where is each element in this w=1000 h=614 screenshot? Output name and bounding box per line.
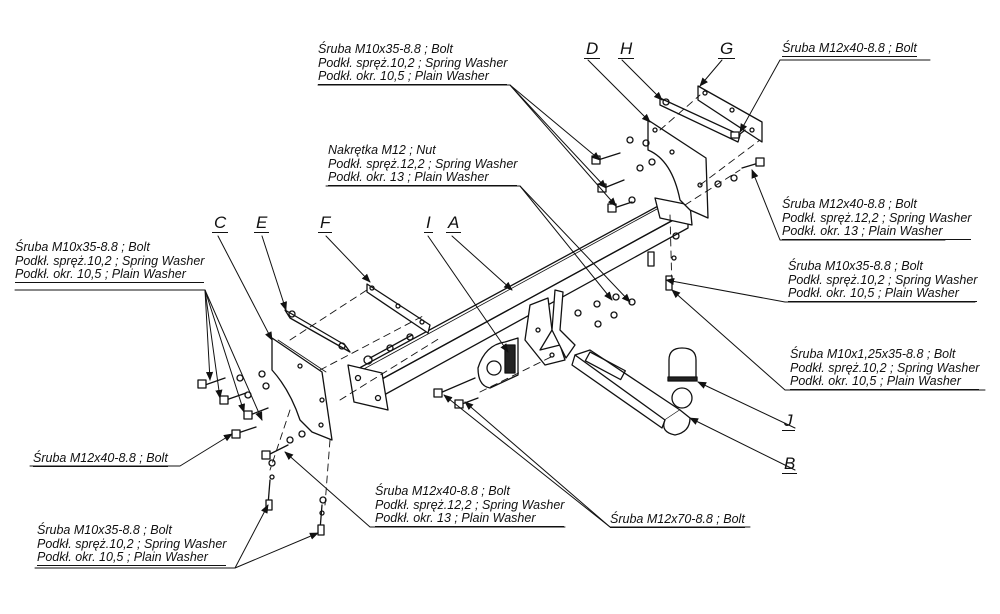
socket-plate-i — [477, 337, 519, 389]
callout-line: Śruba M12x40-8.8 ; Bolt — [782, 197, 917, 211]
part-label-e: E — [254, 213, 270, 233]
callout-line: Nakrętka M12 ; Nut — [328, 143, 436, 157]
ball-cap-j — [667, 347, 698, 382]
tow-ball-arm-b — [571, 349, 693, 436]
callout-line: Podkł. okr. 10,5 ; Plain Washer — [788, 286, 978, 302]
callout-left-2: Śruba M12x40-8.8 ; Bolt — [33, 451, 168, 467]
part-label-f: F — [318, 213, 333, 233]
part-label-b: B — [782, 454, 798, 474]
leader-lines — [14, 59, 986, 569]
part-label-d: D — [584, 39, 601, 59]
callout-top-right: Śruba M12x40-8.8 ; Bolt — [782, 41, 917, 57]
callout-line: Podkł. spręż.10,2 ; Spring Washer — [37, 536, 227, 551]
callout-line: Śruba M10x35-8.8 ; Bolt — [318, 42, 453, 56]
callout-line: Podkł. okr. 13 ; Plain Washer — [375, 511, 565, 527]
part-label-a: A — [446, 213, 462, 233]
callout-line: Śruba M12x40-8.8 ; Bolt — [375, 484, 510, 498]
right-side-plate-d — [647, 119, 709, 219]
callout-line: Śruba M12x40-8.8 ; Bolt — [782, 41, 917, 57]
callout-bottom-center: Śruba M12x40-8.8 ; Bolt Podkł. spręż.12,… — [375, 484, 565, 527]
callout-line: Podkł. spręż.10,2 ; Spring Washer — [788, 272, 978, 287]
callout-line: Podkł. okr. 10,5 ; Plain Washer — [37, 550, 227, 566]
callout-line: Śruba M10x35-8.8 ; Bolt — [15, 240, 150, 254]
part-label-i: I — [424, 213, 433, 233]
left-side-plate-c — [271, 337, 333, 441]
callout-nut: Nakrętka M12 ; Nut Podkł. spręż.12,2 ; S… — [328, 143, 518, 186]
callout-line: Śruba M10x1,25x35-8.8 ; Bolt — [790, 347, 956, 361]
callout-line: Śruba M12x70-8.8 ; Bolt — [610, 512, 745, 528]
callout-line: Podkł. spręż.10,2 ; Spring Washer — [15, 253, 205, 268]
callout-line: Śruba M12x40-8.8 ; Bolt — [33, 451, 168, 467]
callout-line: Śruba M10x35-8.8 ; Bolt — [37, 523, 172, 537]
callout-line: Podkł. spręż.12,2 ; Spring Washer — [375, 497, 565, 512]
callout-line: Podkł. spręż.12,2 ; Spring Washer — [782, 210, 972, 225]
part-label-g: G — [718, 39, 736, 59]
callout-left-1: Śruba M10x35-8.8 ; Bolt Podkł. spręż.10,… — [15, 240, 205, 283]
left-strip-e — [284, 309, 351, 353]
right-strip-h — [659, 97, 741, 143]
part-label-j: J — [782, 411, 795, 431]
callout-bottom-right: Śruba M12x70-8.8 ; Bolt — [610, 512, 745, 528]
part-label-h: H — [618, 39, 635, 59]
callout-line: Podkł. spręż.10,2 ; Spring Washer — [318, 55, 508, 70]
callout-bottom-left: Śruba M10x35-8.8 ; Bolt Podkł. spręż.10,… — [37, 523, 227, 566]
part-label-c: C — [212, 213, 229, 233]
callout-right-2: Śruba M10x35-8.8 ; Bolt Podkł. spręż.10,… — [788, 259, 978, 302]
callout-line: Podkł. okr. 10,5 ; Plain Washer — [318, 69, 508, 85]
callout-line: Podkł. okr. 13 ; Plain Washer — [328, 170, 518, 186]
callout-top-center: Śruba M10x35-8.8 ; Bolt Podkł. spręż.10,… — [318, 42, 508, 85]
callout-line: Podkł. okr. 10,5 ; Plain Washer — [15, 267, 205, 283]
callout-line: Śruba M10x35-8.8 ; Bolt — [788, 259, 923, 273]
callout-line: Podkł. okr. 10,5 ; Plain Washer — [790, 374, 980, 390]
hitch-mount-bracket — [524, 289, 576, 366]
left-strip-f — [366, 283, 431, 334]
callout-line: Podkł. okr. 13 ; Plain Washer — [782, 224, 972, 240]
callout-right-1: Śruba M12x40-8.8 ; Bolt Podkł. spręż.12,… — [782, 197, 972, 240]
callout-line: Podkł. spręż.10,2 ; Spring Washer — [790, 360, 980, 375]
callout-line: Podkł. spręż.12,2 ; Spring Washer — [328, 156, 518, 171]
main-crossbeam-a — [347, 197, 693, 411]
callout-right-3: Śruba M10x1,25x35-8.8 ; Bolt Podkł. sprę… — [790, 347, 980, 390]
